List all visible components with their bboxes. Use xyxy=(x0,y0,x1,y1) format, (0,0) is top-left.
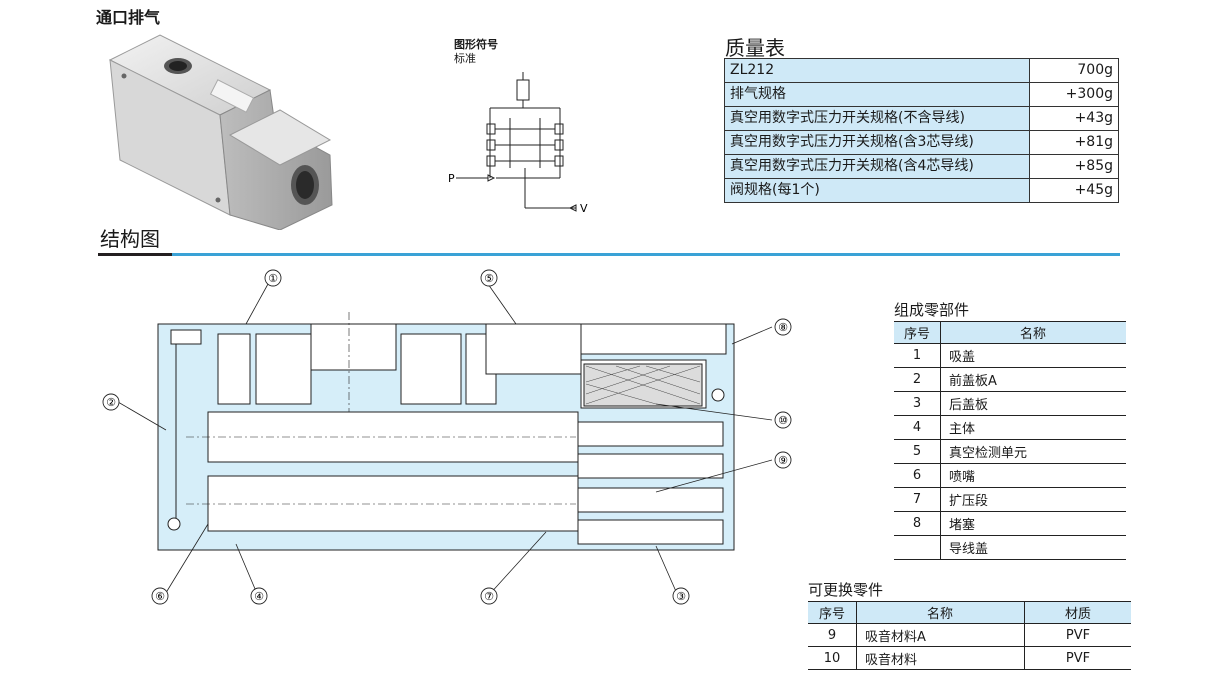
weight-value: 700g xyxy=(1029,58,1119,83)
parts-name: 真空检测单元 xyxy=(940,439,1126,464)
weight-row: 真空用数字式压力开关规格(含4芯导线)+85g xyxy=(724,154,1119,179)
callout-10: ⑩ xyxy=(778,414,788,427)
replace-header-no: 序号 xyxy=(808,601,857,624)
weight-name: 真空用数字式压力开关规格(含3芯导线) xyxy=(724,130,1030,155)
weight-name: 真空用数字式压力开关规格(不含导线) xyxy=(724,106,1030,131)
parts-header-no: 序号 xyxy=(894,321,941,344)
weight-name: ZL212 xyxy=(724,58,1030,83)
symbol-subtitle: 标准 xyxy=(454,52,476,65)
symbol-port-p: P xyxy=(448,172,455,185)
section-rule-dark xyxy=(98,253,172,256)
callout-6: ⑥ xyxy=(155,590,165,603)
parts-no: 3 xyxy=(894,391,941,416)
callout-9: ⑨ xyxy=(778,454,788,467)
replace-material: PVF xyxy=(1024,646,1131,670)
parts-no: 1 xyxy=(894,343,941,368)
parts-name: 吸盖 xyxy=(940,343,1126,368)
weight-table-title: 质量表 xyxy=(725,36,785,60)
parts-no: 5 xyxy=(894,439,941,464)
parts-header-name: 名称 xyxy=(940,321,1126,344)
symbol-title: 图形符号 xyxy=(454,38,498,51)
parts-name: 后盖板 xyxy=(940,391,1126,416)
structure-title: 结构图 xyxy=(100,227,160,251)
parts-no: 2 xyxy=(894,367,941,392)
weight-name: 阀规格(每1个) xyxy=(724,178,1030,203)
replace-name: 吸音材料A xyxy=(856,623,1025,647)
pneumatic-symbol: P V xyxy=(448,72,588,215)
weight-value: +85g xyxy=(1029,154,1119,179)
parts-no: 6 xyxy=(894,463,941,488)
replace-table-title: 可更换零件 xyxy=(808,581,884,599)
product-photo xyxy=(108,34,333,230)
parts-no: 7 xyxy=(894,487,941,512)
weight-name: 真空用数字式压力开关规格(含4芯导线) xyxy=(724,154,1030,179)
parts-name: 主体 xyxy=(940,415,1126,440)
weight-name: 排气规格 xyxy=(724,82,1030,107)
weight-value: +81g xyxy=(1029,130,1119,155)
replace-no: 10 xyxy=(808,646,857,670)
parts-no xyxy=(894,535,941,560)
callout-8: ⑧ xyxy=(778,321,788,334)
parts-name: 前盖板A xyxy=(940,367,1126,392)
parts-name: 堵塞 xyxy=(940,511,1126,536)
parts-name: 导线盖 xyxy=(940,535,1126,560)
replace-no: 9 xyxy=(808,623,857,647)
callout-4: ④ xyxy=(254,590,264,603)
product-title: 通口排气 xyxy=(96,8,161,27)
parts-no: 4 xyxy=(894,415,941,440)
callout-5: ⑤ xyxy=(484,272,494,285)
weight-row: 排气规格+300g xyxy=(724,82,1119,107)
replace-name: 吸音材料 xyxy=(856,646,1025,670)
parts-name: 扩压段 xyxy=(940,487,1126,512)
replace-header-name: 名称 xyxy=(856,601,1025,624)
structure-drawing: ① ② ③ ④ ⑤ ⑥ ⑦ ⑧ ⑨ ⑩ xyxy=(102,269,792,605)
callout-1: ① xyxy=(268,272,278,285)
parts-table-title: 组成零部件 xyxy=(894,301,970,319)
callout-7: ⑦ xyxy=(484,590,494,603)
symbol-port-v: V xyxy=(580,202,588,215)
weight-value: +45g xyxy=(1029,178,1119,203)
parts-name: 喷嘴 xyxy=(940,463,1126,488)
weight-row: 阀规格(每1个)+45g xyxy=(724,178,1119,203)
callout-3: ③ xyxy=(676,590,686,603)
section-rule-blue xyxy=(172,253,1120,256)
weight-value: +43g xyxy=(1029,106,1119,131)
weight-value: +300g xyxy=(1029,82,1119,107)
replace-header-material: 材质 xyxy=(1024,601,1131,624)
replace-material: PVF xyxy=(1024,623,1131,647)
parts-no: 8 xyxy=(894,511,941,536)
weight-row: 真空用数字式压力开关规格(含3芯导线)+81g xyxy=(724,130,1119,155)
callout-2: ② xyxy=(106,396,116,409)
weight-row: 真空用数字式压力开关规格(不含导线)+43g xyxy=(724,106,1119,131)
parts-row: 导线盖 xyxy=(894,535,1126,560)
